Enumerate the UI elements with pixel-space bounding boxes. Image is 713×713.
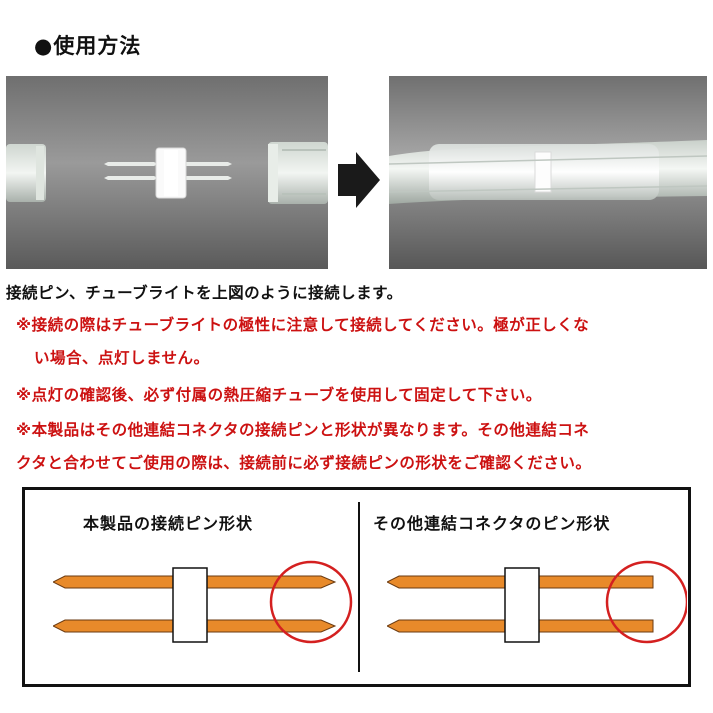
other-connector-pin-diagram	[387, 560, 687, 644]
warning-heat-shrink: ※点灯の確認後、必ず付属の熱圧縮チューブを使用して固定して下さい。	[16, 386, 542, 404]
this-product-pin-title: 本製品の接続ピン形状	[83, 514, 254, 533]
warning-polarity: ※接続の際はチューブライトの極性に注意して接続してください。極が正しくな	[16, 316, 590, 334]
photo-after-connection	[389, 76, 707, 269]
warning-pin-shape: ※本製品はその他連結コネクタの接続ピンと形状が異なります。その他連結コネ	[16, 421, 590, 439]
warning-pin-shape-continued: クタと合わせてご使用の際は、接続前に必ず接続ピンの形状をご確認ください。	[16, 454, 592, 472]
pin-shape-comparison: 本製品の接続ピン形状 その他連結コネクタのピン形状	[22, 487, 691, 687]
instruction-line-1: 接続ピン、チューブライトを上図のように接続します。	[6, 284, 403, 302]
this-product-pin-diagram	[53, 560, 353, 644]
page-title: ●使用方法	[34, 34, 142, 58]
photo-before-connection	[6, 76, 328, 269]
right-arrow-icon	[338, 152, 380, 212]
comparison-divider	[358, 502, 360, 672]
other-connector-pin-title: その他連結コネクタのピン形状	[373, 514, 611, 533]
warning-polarity-continued: い場合、点灯しません。	[34, 349, 210, 367]
